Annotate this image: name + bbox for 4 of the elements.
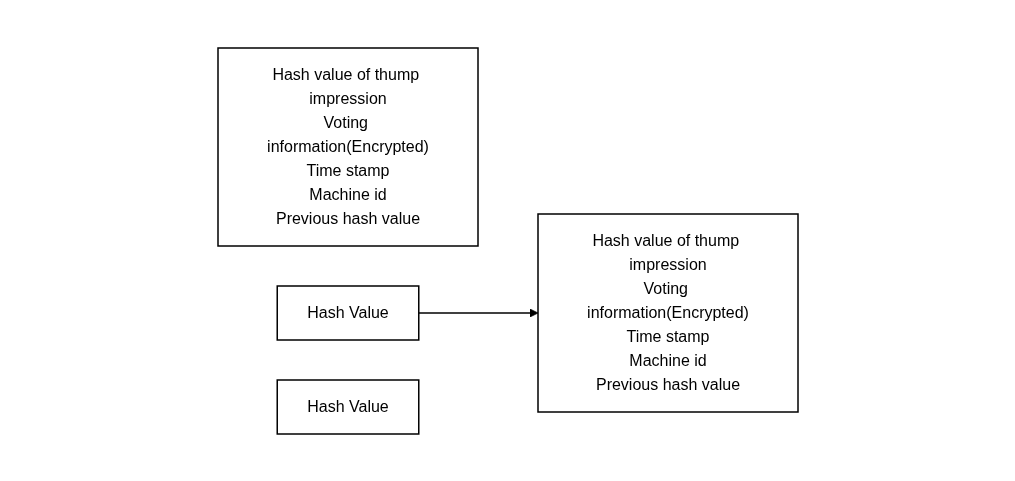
node-box: Hash value of thump impression Voting information(Encrypted) Time stamp Machine id Previous hash value (536, 212, 799, 413)
node-box: Hash Value (276, 284, 419, 341)
node-box: Hash value of thump impression Voting information(Encrypted) Time stamp Machine id Previous hash value (216, 46, 479, 247)
node-box: Hash Value (276, 378, 419, 435)
